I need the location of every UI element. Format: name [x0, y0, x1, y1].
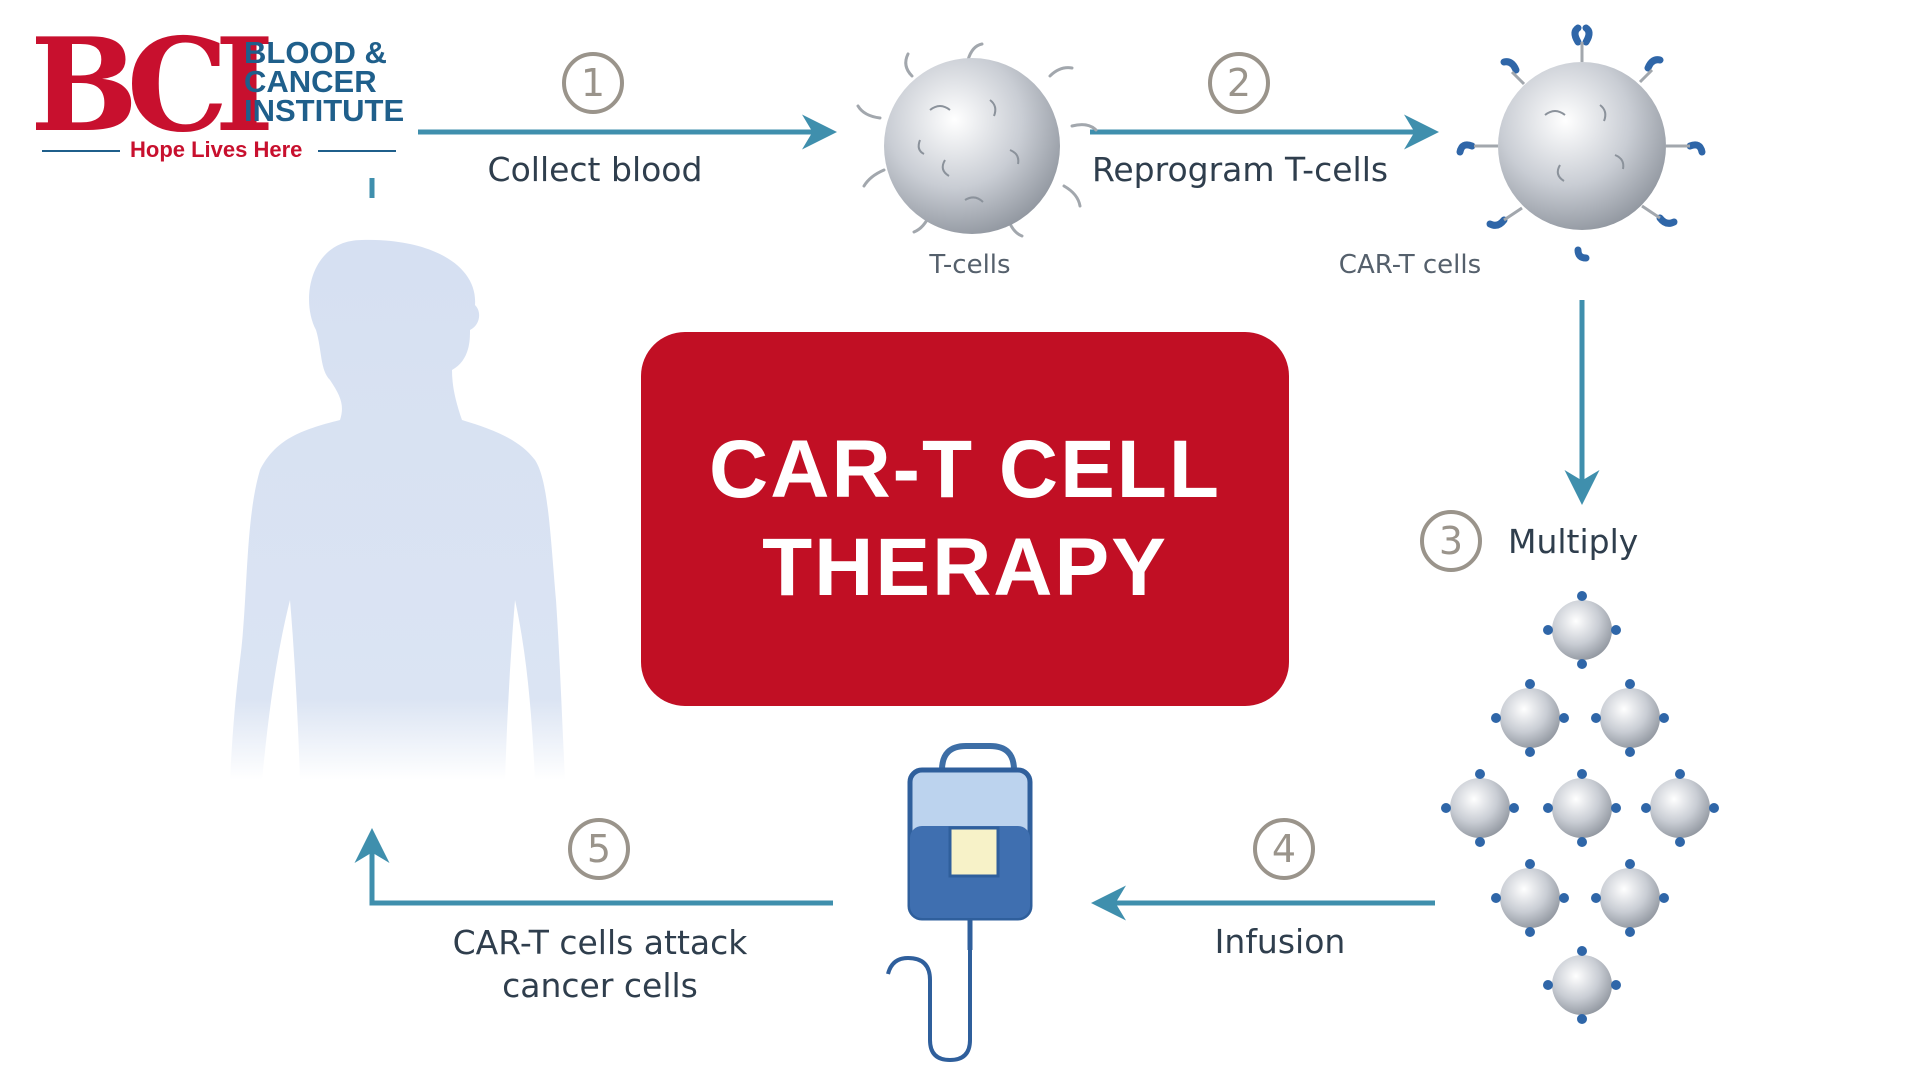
- step-3-number: 3: [1420, 510, 1482, 572]
- human-silhouette: [230, 239, 565, 781]
- iv-bag-icon: [886, 743, 1033, 1063]
- step-1-label: Collect blood: [487, 150, 703, 189]
- arrow-5: [354, 828, 833, 906]
- logo-tagline: Hope Lives Here: [130, 137, 303, 162]
- step-3-label: Multiply: [1508, 522, 1639, 561]
- logo-line-1: BLOOD &: [244, 35, 387, 70]
- t-cells-label: T-cells: [929, 250, 1011, 280]
- logo-rule-left: [42, 150, 120, 152]
- step-5-number: 5: [568, 818, 630, 880]
- step-2-number: 2: [1208, 52, 1270, 114]
- t-cell-illustration: [856, 42, 1098, 238]
- step-5-label: CAR-T cells attack cancer cells: [452, 923, 748, 1005]
- diagram-title: CAR-T CELL THERAPY: [709, 423, 1221, 613]
- car-t-cell-illustration: [1456, 24, 1706, 262]
- step-1-number: 1: [562, 52, 624, 114]
- logo-line-2: CANCER: [244, 64, 377, 99]
- title-box: CAR-T CELL THERAPY: [641, 332, 1289, 706]
- step-4-label: Infusion: [1214, 922, 1346, 961]
- logo-rule-right: [318, 150, 396, 152]
- step-2-label: Reprogram T-cells: [1091, 150, 1389, 189]
- logo-line-3: INSTITUTE: [244, 93, 405, 128]
- car-t-cells-label: CAR-T cells: [1338, 250, 1482, 280]
- bci-logo-mark: BCI: [30, 11, 274, 161]
- step-4-number: 4: [1253, 818, 1315, 880]
- multiplied-cells-cluster: [1441, 591, 1719, 1024]
